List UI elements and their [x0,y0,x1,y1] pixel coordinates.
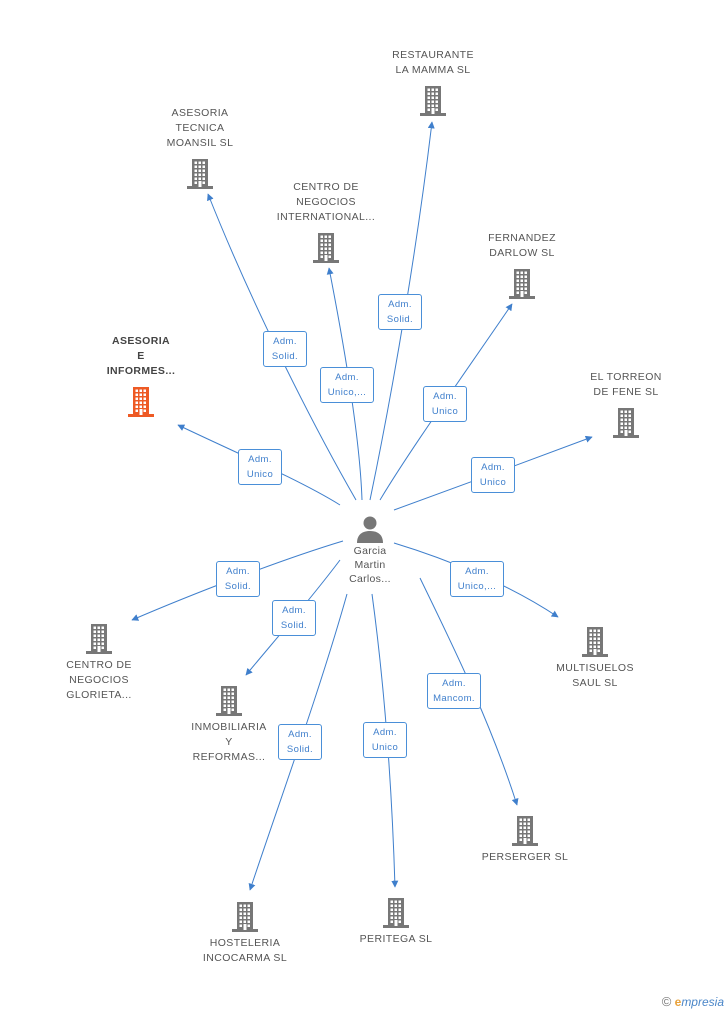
company-node-hosteleria[interactable]: HOSTELERIA INCOCARMA SL [170,900,320,966]
brand-name: mpresia [681,995,724,1009]
role-text: Adm. [373,727,397,738]
empresia-brand[interactable]: © empresia [662,994,724,1009]
role-label-hosteleria[interactable]: Adm. Solid. [278,724,322,760]
building-icon [187,159,213,189]
company-name-line: ASESORIA [111,335,171,347]
role-text: Adm. [481,462,505,473]
company-name-line: TECNICA [175,122,225,134]
company-node-centro-negocios-int[interactable]: CENTRO DE NEGOCIOS INTERNATIONAL... [251,180,401,263]
building-icon [420,86,446,116]
company-node-perserger[interactable]: PERSERGER SL [450,814,600,865]
person-icon [357,516,383,543]
role-text: Adm. [388,299,412,310]
role-text: Solid. [271,351,299,362]
role-text: Adm. [335,372,359,383]
role-label-multisuelos[interactable]: Adm. Unico,... [450,561,504,597]
center-person-name-1: Garcia [353,545,387,557]
role-text: Adm. [442,678,466,689]
company-node-restaurante[interactable]: RESTAURANTE LA MAMMA SL [358,48,508,116]
company-name-line: RESTAURANTE [392,49,474,61]
company-name-line: INTERNATIONAL... [276,211,376,223]
role-label-centro-negocios-glorieta[interactable]: Adm. Solid. [216,561,260,597]
company-name-line: DARLOW SL [489,247,555,259]
role-text: Unico,... [327,387,367,398]
company-node-asesoria-tecnica[interactable]: ASESORIA TECNICA MOANSIL SL [125,106,275,189]
role-label-asesoria-tecnica[interactable]: Adm. Solid. [263,331,307,367]
company-name-line: CENTRO DE [66,659,132,671]
company-node-inmobiliaria[interactable]: INMOBILIARIA Y REFORMAS... [154,684,304,765]
company-node-asesoria-informes[interactable]: ASESORIA E INFORMES... [66,334,216,417]
company-name-line: NEGOCIOS [69,674,129,686]
role-text: Adm. [282,605,306,616]
building-icon [582,627,608,657]
company-name-line: GLORIETA... [66,689,132,701]
role-text: Adm. [288,729,312,740]
company-node-centro-negocios-glorieta[interactable]: CENTRO DE NEGOCIOS GLORIETA... [24,622,174,703]
copyright-symbol: © [661,994,672,1009]
role-text: Unico [246,469,274,480]
building-icon [232,902,258,932]
role-text: Adm. [433,391,457,402]
role-text: Solid. [386,314,414,325]
role-label-el-torreon[interactable]: Adm. Unico [471,457,515,493]
company-name-line: E [137,350,145,362]
company-name-line: Y [225,736,233,748]
role-label-asesoria-informes[interactable]: Adm. Unico [238,449,282,485]
role-text: Adm. [465,566,489,577]
company-node-peritega[interactable]: PERITEGA SL [321,896,471,947]
building-icon [509,269,535,299]
company-name-line: DE FENE SL [593,386,659,398]
role-label-perserger[interactable]: Adm. Mancom. [427,673,481,709]
company-name-line: HOSTELERIA [209,937,281,949]
role-text: Solid. [280,620,308,631]
company-name-line: MOANSIL SL [166,137,234,149]
building-icon [86,624,112,654]
building-icon [512,816,538,846]
role-label-centro-negocios-int[interactable]: Adm. Unico,... [320,367,374,403]
role-text: Solid. [286,744,314,755]
company-name-line: INCOCARMA SL [202,952,288,964]
company-name-line: FERNANDEZ [488,232,556,244]
center-person-name-2: Martin [354,559,386,571]
building-icon [128,387,154,417]
role-text: Adm. [226,566,250,577]
role-label-peritega[interactable]: Adm. Unico [363,722,407,758]
company-name-line: INMOBILIARIA [191,721,267,733]
company-name-line: LA MAMMA SL [395,64,471,76]
building-icon [313,233,339,263]
role-text: Unico [431,406,459,417]
role-text: Adm. [273,336,297,347]
building-icon [216,686,242,716]
brand-initial: e [674,995,682,1009]
building-icon [383,898,409,928]
company-name-line: CENTRO DE [293,181,359,193]
company-name-line: INFORMES... [106,365,176,377]
company-name-line: ASESORIA [171,107,229,119]
building-icon [613,408,639,438]
role-label-inmobiliaria[interactable]: Adm. Solid. [272,600,316,636]
role-text: Solid. [224,581,252,592]
company-name-line: PERSERGER SL [481,851,569,863]
company-node-el-torreon[interactable]: EL TORREON DE FENE SL [551,370,701,438]
role-label-fernandez[interactable]: Adm. Unico [423,386,467,422]
company-name-line: SAUL SL [572,677,618,689]
center-person-name-3: Carlos... [349,573,391,585]
role-label-restaurante[interactable]: Adm. Solid. [378,294,422,330]
company-node-fernandez[interactable]: FERNANDEZ DARLOW SL [447,231,597,299]
center-person-node[interactable]: Garcia Martin Carlos... [330,514,410,586]
role-text: Unico [479,477,507,488]
company-name-line: MULTISUELOS [556,662,634,674]
role-text: Adm. [248,454,272,465]
role-text: Unico,... [457,581,497,592]
company-name-line: EL TORREON [590,371,662,383]
company-name-line: NEGOCIOS [296,196,356,208]
company-name-line: PERITEGA SL [359,933,433,945]
company-name-line: REFORMAS... [192,751,266,763]
role-text: Unico [371,742,399,753]
role-text: Mancom. [433,693,475,704]
company-node-multisuelos[interactable]: MULTISUELOS SAUL SL [520,625,670,691]
